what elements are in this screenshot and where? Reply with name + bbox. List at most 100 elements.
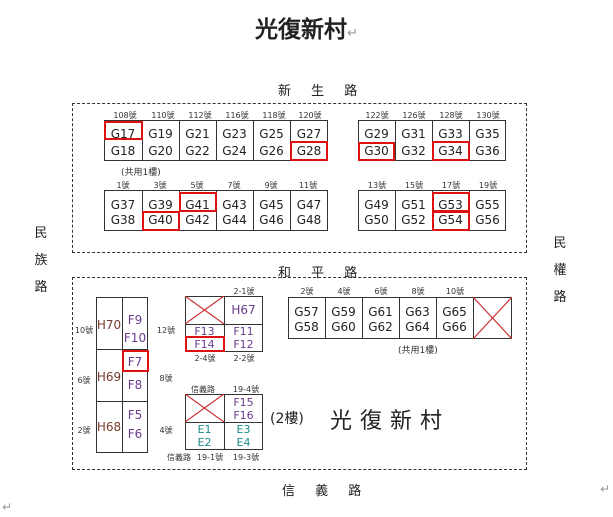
address-number: 17號: [441, 181, 461, 190]
street-left-char: 族: [34, 253, 48, 268]
unit-cell: G40: [148, 213, 173, 227]
highlight-box: [358, 142, 395, 161]
unit-cell: G33: [438, 127, 463, 141]
unit-cell: H69: [96, 370, 122, 384]
unit-cell: G17: [110, 127, 136, 141]
address-number: 13號: [367, 181, 387, 190]
vacant-x-icon: [185, 394, 224, 422]
vacant-x-icon: [185, 296, 224, 324]
address-number: 6號: [77, 376, 91, 385]
street-right-char: 權: [553, 263, 567, 278]
address-number: 15號: [404, 181, 424, 190]
unit-cell: G42: [185, 213, 210, 227]
address-number: 128號: [439, 111, 463, 120]
village-name: 光復新村: [330, 409, 451, 434]
address-number: 130號: [476, 111, 500, 120]
highlight-box: [432, 192, 470, 212]
unit-cell: G28: [296, 144, 322, 158]
unit-cell: F5: [127, 408, 143, 422]
unit-cell: G29: [364, 127, 389, 141]
address-number: 11號: [298, 181, 318, 190]
unit-cell: G54: [438, 213, 463, 227]
unit-cell: G27: [296, 127, 322, 141]
address-number: 2-1號: [233, 287, 255, 296]
address-number: 12號: [156, 326, 176, 335]
address-number: 19號: [478, 181, 498, 190]
street-left-char: 民: [34, 226, 48, 241]
address-number: 1號: [116, 181, 130, 190]
highlight-box: [432, 211, 470, 231]
address-number: 6號: [374, 287, 388, 296]
unit-cell: H70: [96, 318, 122, 332]
vacant-x-icon: [473, 297, 512, 339]
unit-cell: G44: [222, 213, 247, 227]
unit-cell: F14: [194, 338, 215, 351]
unit-cell: G35: [475, 127, 500, 141]
unit-cell: G26: [259, 144, 284, 158]
unit-cell: F9: [127, 313, 143, 327]
unit-cell: G66: [442, 320, 467, 334]
unit-cell: H68: [96, 420, 122, 434]
unit-cell: G30: [364, 144, 389, 158]
unit-cell: G52: [401, 213, 426, 227]
title-text: 光復新村: [255, 17, 348, 43]
address-number: 112號: [188, 111, 212, 120]
return-mark: ↵: [347, 26, 358, 41]
unit-cell: G46: [259, 213, 284, 227]
street-bottom: 信 義 路: [282, 484, 370, 499]
upper-block: [72, 103, 527, 253]
address-number: 110號: [151, 111, 175, 120]
unit-cell: G56: [475, 213, 500, 227]
unit-cell: F13: [194, 325, 215, 338]
unit-cell: G64: [405, 320, 430, 334]
unit-cell: F16: [233, 409, 254, 422]
unit-cell: H67: [231, 303, 256, 317]
unit-cell: G18: [110, 144, 136, 158]
highlight-box: [142, 211, 180, 231]
address-number: 19-1號: [196, 453, 224, 462]
unit-cell: F11: [233, 325, 254, 338]
street-top: 新 生 路: [278, 84, 366, 99]
highlight-box: [290, 141, 328, 161]
unit-cell: G34: [438, 144, 463, 158]
return-mark: ↵: [600, 482, 611, 496]
address-number: 120號: [298, 111, 322, 120]
unit-cell: G55: [475, 198, 500, 212]
unit-cell: G39: [148, 198, 173, 212]
return-mark: ↵: [2, 500, 13, 514]
street-left: 民 族 路: [34, 220, 48, 301]
street-left-char: 路: [34, 280, 48, 295]
unit-cell: G62: [368, 320, 393, 334]
address-number: 5號: [190, 181, 204, 190]
unit-cell: G45: [259, 198, 284, 212]
unit-cell: F10: [123, 331, 147, 345]
address-number: 8號: [159, 374, 173, 383]
unit-cell: G47: [296, 198, 322, 212]
highlight-box: [432, 141, 470, 161]
address-number: 108號: [113, 111, 137, 120]
unit-cell: G57: [294, 305, 319, 319]
unit-cell: E2: [197, 436, 212, 449]
address-number: 19-3號: [232, 453, 260, 462]
street-right-char: 路: [553, 290, 567, 305]
highlight-box: [185, 336, 225, 352]
unit-cell: G43: [222, 198, 247, 212]
unit-cell: G21: [185, 127, 210, 141]
address-number: 122號: [365, 111, 389, 120]
address-number: 2-4號: [194, 354, 216, 363]
highlight-box: [179, 192, 217, 212]
address-number: 2-2號: [233, 354, 255, 363]
address-number: 10號: [445, 287, 465, 296]
unit-cell: E3: [236, 423, 251, 436]
unit-cell: G31: [401, 127, 426, 141]
street-right-char: 民: [553, 236, 567, 251]
unit-cell: F8: [127, 378, 143, 392]
lower-block: [72, 277, 527, 470]
unit-cell: G22: [185, 144, 210, 158]
address-number: 10號: [74, 326, 94, 335]
unit-cell: G20: [148, 144, 173, 158]
unit-cell: G49: [364, 198, 389, 212]
address-number: 2號: [77, 426, 91, 435]
unit-cell: G63: [405, 305, 430, 319]
address-number: 118號: [262, 111, 286, 120]
